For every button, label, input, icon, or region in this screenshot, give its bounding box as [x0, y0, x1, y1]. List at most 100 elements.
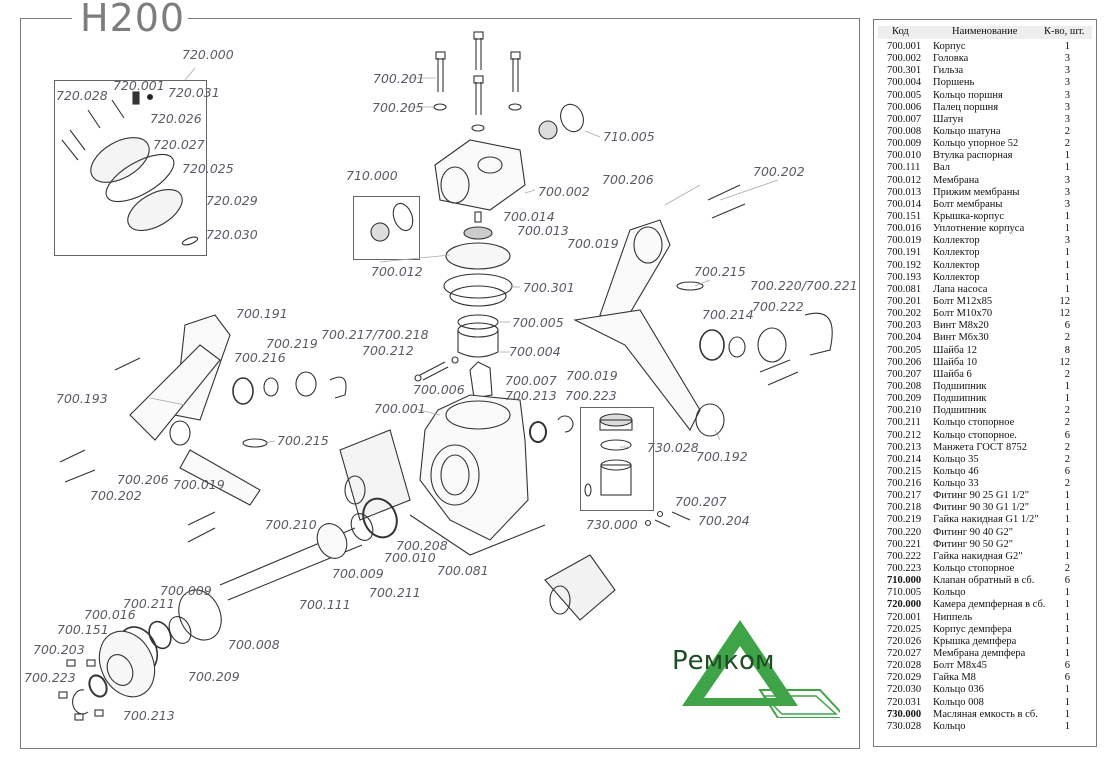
callout-label: 730.000: [586, 517, 638, 532]
part-name: Кольцо: [933, 720, 966, 732]
part-name: Кольцо шатуна: [933, 125, 1001, 137]
conrod-part: [414, 356, 493, 399]
callout-label: 700.019: [567, 236, 619, 251]
part-qty: 2: [1064, 441, 1070, 453]
part-name: Гильза: [933, 65, 964, 77]
part-qty: 1: [1064, 696, 1070, 708]
part-qty: 6: [1064, 672, 1070, 684]
part-name: Крышка-корпус: [933, 210, 1005, 222]
callout-label: 700.203: [33, 642, 85, 657]
part-name: Втулка распорная: [933, 150, 1013, 162]
part-code: 710.005: [887, 587, 922, 599]
part-name: Шайба 6: [933, 368, 972, 380]
part-code: 700.019: [887, 235, 922, 247]
callout-label: 700.211: [369, 585, 421, 600]
part-qty: 1: [1064, 223, 1070, 235]
part-name: Клапан обратный в сб.: [933, 575, 1035, 587]
part-name: Гайка М8: [933, 672, 976, 684]
callout-label: 700.202: [753, 164, 805, 179]
logo-text: Ремком: [672, 646, 775, 676]
part-code: 720.001: [887, 611, 922, 623]
callout-label: 700.214: [702, 307, 754, 322]
part-name: Прижим мембраны: [933, 186, 1020, 198]
end-cover-part: [58, 630, 156, 721]
part-name: Фитинг 90 25 G1 1/2": [933, 490, 1030, 502]
part-code: 700.301: [887, 65, 922, 77]
part-code: 700.208: [887, 380, 922, 392]
part-name: Мембрана: [933, 174, 980, 186]
callout-label: 700.016: [84, 607, 136, 622]
part-code: 700.221: [887, 538, 922, 550]
callout-label: 700.006: [413, 382, 465, 397]
callout-label: 700.211: [123, 596, 175, 611]
part-code: 700.213: [887, 441, 922, 453]
part-qty: 1: [1064, 162, 1070, 174]
callout-label: 700.213: [505, 388, 557, 403]
part-qty: 1: [1064, 502, 1070, 514]
callout-label: 700.191: [236, 306, 288, 321]
part-qty: 6: [1064, 575, 1070, 587]
callout-label: 700.205: [372, 100, 424, 115]
part-qty: 3: [1064, 65, 1070, 77]
part-code: 700.111: [887, 162, 921, 174]
part-qty: 1: [1064, 648, 1070, 660]
part-name: Подшипник: [933, 405, 987, 417]
part-name: Шатун: [933, 113, 964, 125]
part-name: Коллектор: [933, 259, 980, 271]
part-qty: 1: [1064, 259, 1070, 271]
callout-label: 700.009: [160, 583, 212, 598]
part-qty: 3: [1064, 235, 1070, 247]
frame-top-left: [20, 18, 72, 19]
part-qty: 1: [1064, 684, 1070, 696]
crankcase-part: [339, 394, 574, 556]
part-qty: 3: [1064, 89, 1070, 101]
part-qty: 1: [1064, 587, 1070, 599]
part-qty: 1: [1064, 526, 1070, 538]
callout-label: 700.209: [188, 669, 240, 684]
header-code: Код: [892, 26, 909, 37]
callout-label: 700.222: [752, 299, 804, 314]
part-code: 700.218: [887, 502, 922, 514]
callout-label: 700.213: [123, 708, 175, 723]
part-name: Кольцо стопорное: [933, 417, 1015, 429]
part-name: Болт М10х70: [933, 308, 993, 320]
callout-label: 700.019: [566, 368, 618, 383]
part-qty: 12: [1059, 308, 1071, 320]
part-qty: 1: [1064, 490, 1070, 502]
part-qty: 3: [1064, 186, 1070, 198]
diagram-title: H200: [80, 0, 186, 40]
part-name: Ниппель: [933, 611, 973, 623]
part-qty: 1: [1064, 708, 1070, 720]
callout-label: 720.001: [113, 78, 165, 93]
part-qty: 2: [1064, 453, 1070, 465]
part-qty: 2: [1064, 368, 1070, 380]
part-qty: 2: [1064, 417, 1070, 429]
callout-label: 700.208: [396, 538, 448, 553]
callout-label: 700.210: [265, 517, 317, 532]
callout-label: 700.201: [373, 71, 425, 86]
callout-label: 720.025: [182, 161, 234, 176]
part-code: 710.000: [887, 575, 922, 587]
part-code: 700.005: [887, 89, 922, 101]
part-name: Фитинг 90 30 G1 1/2": [933, 502, 1030, 514]
callout-label: 700.009: [332, 566, 384, 581]
part-code: 720.030: [887, 684, 922, 696]
